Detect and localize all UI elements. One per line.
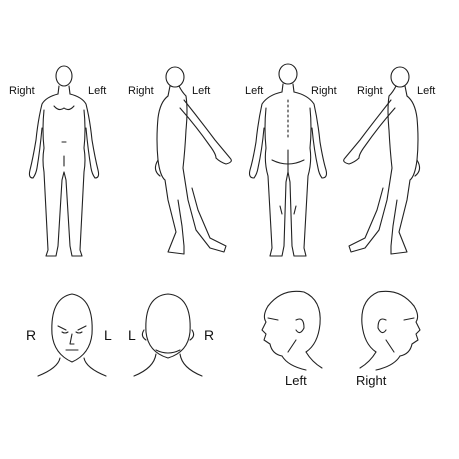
figure-left-side[interactable] [343,66,421,255]
head-right-label: Right [356,373,387,388]
front-label-left: Left [88,85,107,97]
right-side-label-right: Right [128,85,154,97]
left-side-label-left: Left [417,85,436,97]
right-side-label-left: Left [192,85,211,97]
head-back-label-l: L [128,327,136,343]
left-side-label-right: Right [357,85,383,97]
front-label-right: Right [9,85,35,97]
head-left-label: Left [285,373,307,388]
figure-back[interactable] [248,63,328,257]
figure-front[interactable] [28,65,100,257]
head-left-profile[interactable] [261,290,323,371]
head-back-label-r: R [204,327,215,343]
head-back[interactable] [133,293,203,377]
head-front[interactable] [37,293,107,377]
back-label-left: Left [245,85,264,97]
figure-right-side[interactable] [154,66,232,255]
head-front-label-l: L [104,327,112,343]
back-label-right: Right [311,85,337,97]
head-front-label-r: R [26,327,37,343]
head-right-profile[interactable] [359,290,421,371]
